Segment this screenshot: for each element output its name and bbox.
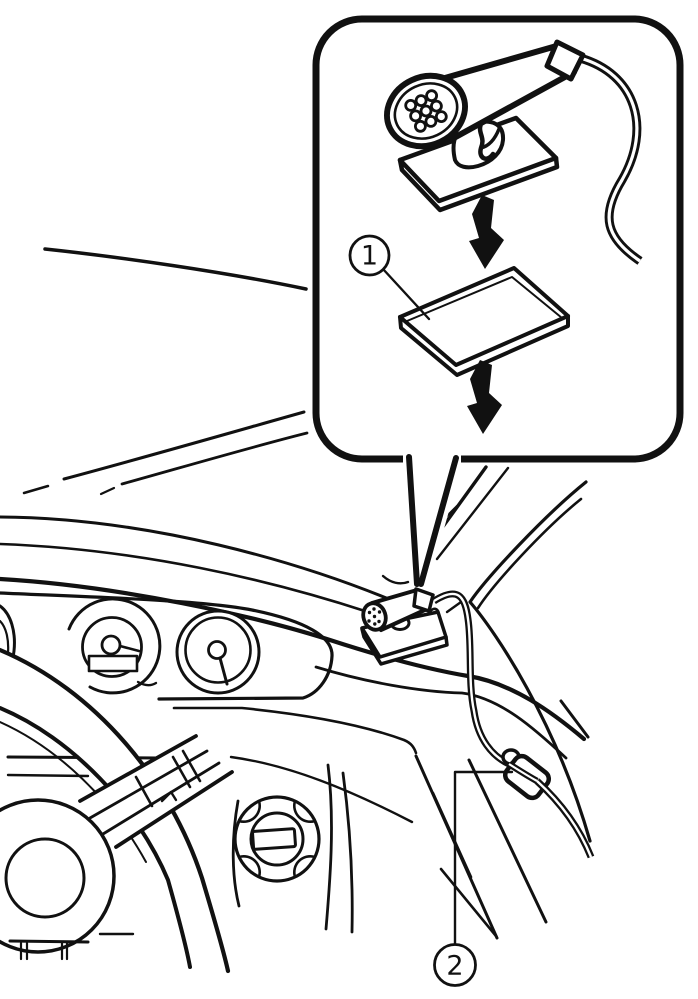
mic-face-holes (404, 89, 448, 133)
callout-tail-left (406, 454, 420, 587)
wheel-spoke (80, 736, 232, 847)
dashboard (0, 515, 587, 778)
steering-wheel (0, 647, 234, 974)
mic-collar (544, 39, 586, 82)
speedometer-needle (118, 644, 141, 653)
needle-hub (207, 640, 227, 660)
mic-face-holes (367, 607, 382, 626)
adhesive-tape (398, 266, 570, 377)
cord-clamp (501, 748, 595, 859)
microphone-detail (384, 39, 643, 265)
label-2-number: 2 (446, 951, 463, 982)
speedometer-gauge (67, 597, 162, 695)
callout-tail-right (418, 455, 459, 587)
tachometer-gauge (175, 609, 261, 695)
horn-emblem (4, 837, 86, 919)
needle-hub (100, 634, 122, 656)
callout-bubble: 1 (312, 15, 684, 587)
key-slot (251, 827, 297, 851)
label-2-badge: 2 (433, 770, 514, 987)
microphone-cable (432, 590, 511, 768)
wheel-rim (0, 650, 228, 971)
tape-top-face (398, 266, 570, 367)
mounted-microphone (360, 587, 463, 666)
label-1-leader (381, 267, 431, 321)
label-2-leader (453, 770, 514, 946)
odometer-window (87, 654, 139, 673)
mic-collar (412, 587, 435, 613)
steering-column-stalks (8, 932, 135, 961)
tachometer-needle (218, 656, 229, 686)
ignition-switch (233, 795, 321, 883)
label-1-badge: 1 (348, 234, 431, 321)
label-1-number: 1 (361, 241, 378, 272)
